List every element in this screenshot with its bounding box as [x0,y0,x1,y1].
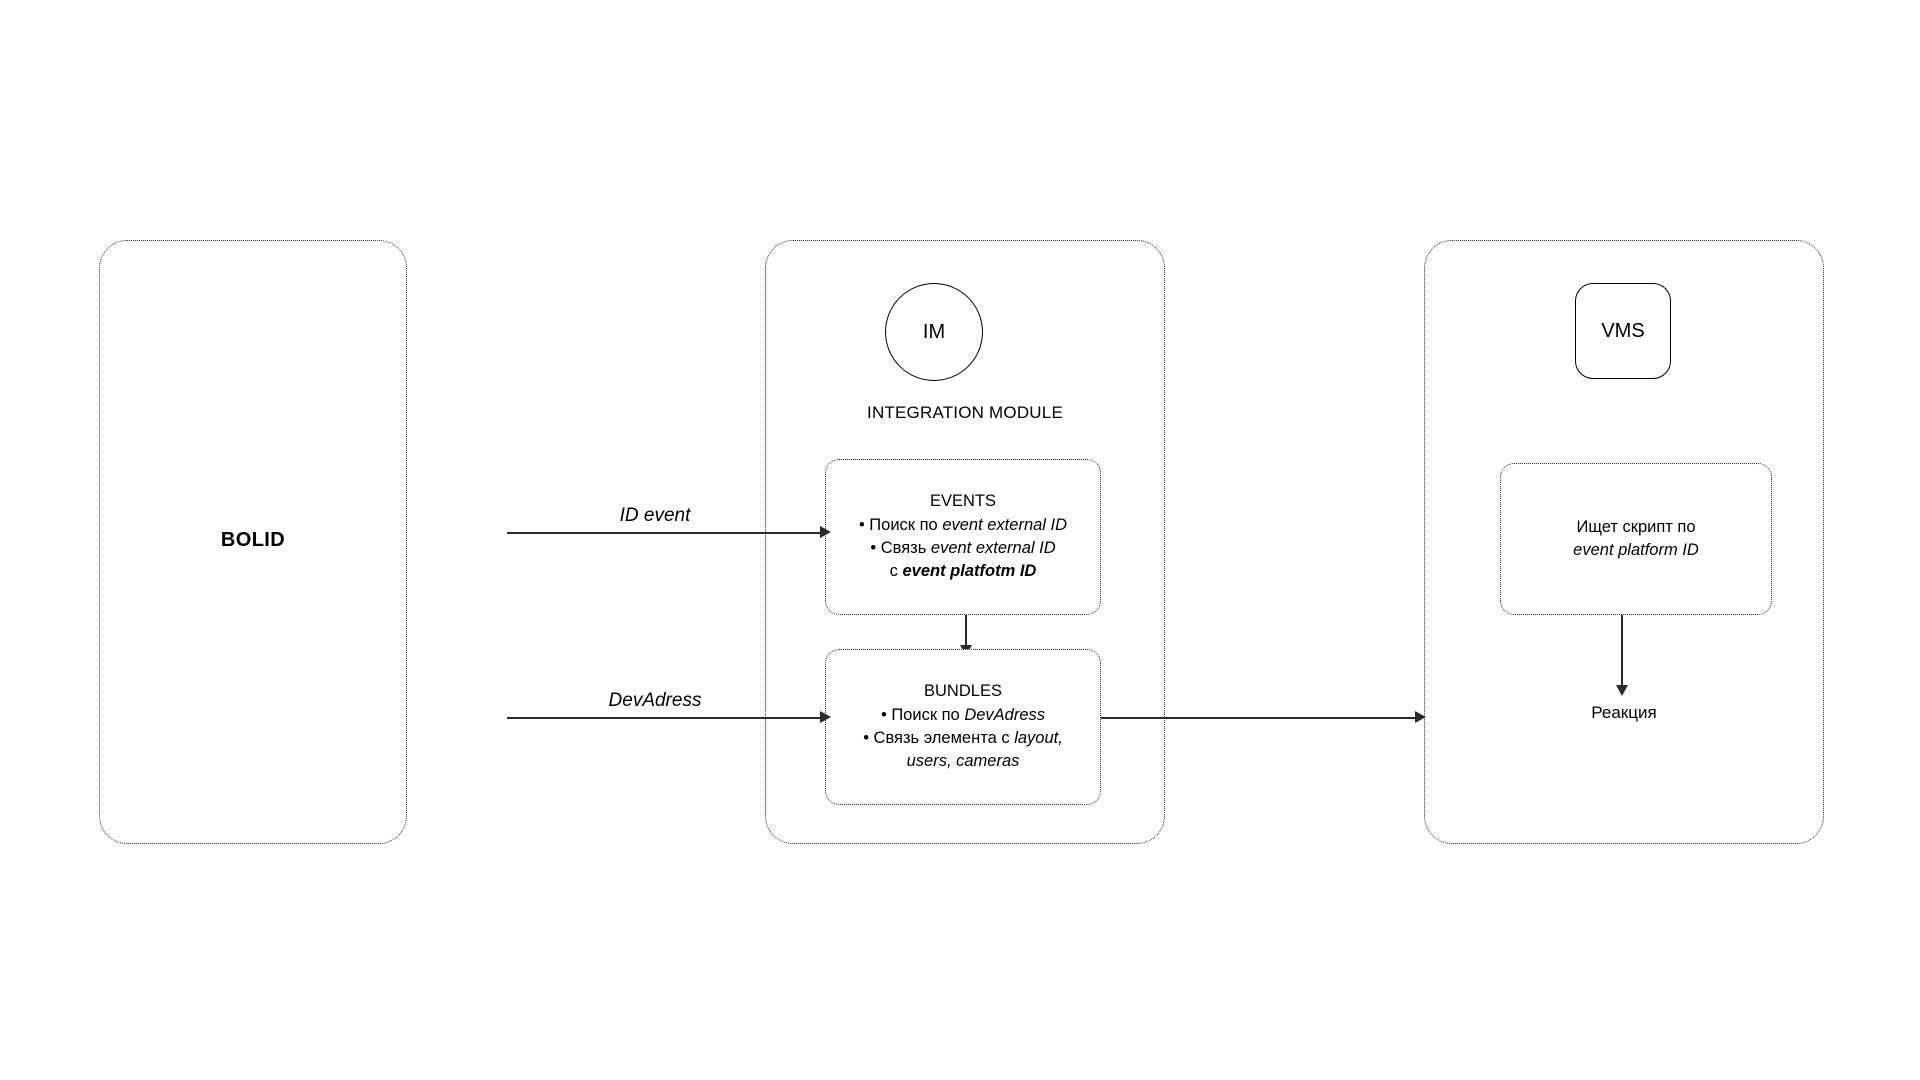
panel-integration-module[interactable]: IM INTEGRATION MODULE EVENTS • Поиск по … [765,240,1165,844]
panel-bolid[interactable]: BOLID [99,240,407,844]
edge-bolid-to-events-line [507,532,823,534]
card-bundles-line-2-prefix: • Связь элемента с [863,729,1015,747]
card-events-line-3-prefix: с [889,562,903,581]
edge-label-id-event: ID event [619,505,691,526]
vms-reaction-label: Реакция [1591,703,1657,722]
card-events-line-1-value: event external ID [942,515,1068,534]
card-events-line-3: с event platfotm ID [890,560,1037,583]
card-bundles[interactable]: BUNDLES • Поиск по DevAdress • Связь эле… [825,649,1101,805]
card-bundles-line-1: • Поиск по DevAdress [881,704,1045,727]
card-vms-script-line-2: event platform ID [1573,541,1699,559]
card-bundles-line-2: • Связь элемента с layout, users, camera… [845,727,1081,774]
edge-bundles-to-vms-arrowhead [1415,711,1426,723]
edge-bolid-to-bundles-arrowhead [820,711,831,723]
card-vms-script[interactable]: Ищет скрипт по event platform ID [1500,463,1772,615]
connector-script-to-reaction-arrowhead [1616,685,1628,696]
card-bundles-line-1-prefix: • Поиск по [880,705,965,724]
card-events-title: EVENTS [929,492,997,511]
card-events-line-2: • Связь event external ID [870,537,1055,560]
card-events-line-1-prefix: • Поиск по [858,515,943,534]
im-node-circle[interactable]: IM [885,283,983,381]
panel-vms[interactable]: VMS Ищет скрипт по event platform ID Реа… [1424,240,1824,844]
card-events[interactable]: EVENTS • Поиск по event external ID • Св… [825,459,1101,615]
card-events-line-2-value: event external ID [930,539,1056,557]
edge-label-devadress: DevAdress [608,690,702,711]
card-events-line-3-value: event platfotm ID [902,562,1037,581]
card-vms-script-line-1: Ищет скрипт по [1576,517,1696,536]
im-node-label: IM [922,320,946,343]
edge-bolid-to-events-arrowhead [820,526,831,538]
edge-bolid-to-bundles-line [507,717,823,719]
vms-node-label: VMS [1601,319,1645,342]
card-events-line-1: • Поиск по event external ID [859,514,1067,537]
card-bundles-line-1-value: DevAdress [964,705,1046,724]
connector-script-to-reaction-line [1621,615,1623,689]
card-events-line-2-prefix: • Связь [870,539,931,557]
vms-node-shape[interactable]: VMS [1575,283,1671,379]
panel-bolid-title: BOLID [220,529,286,551]
card-bundles-title: BUNDLES [924,682,1002,701]
card-bundles-line-2-value: layout, users, cameras [906,729,1063,771]
edge-bundles-to-vms-line [1101,717,1421,719]
connector-events-to-bundles-line [965,615,967,649]
im-node-caption: INTEGRATION MODULE [867,403,1063,422]
